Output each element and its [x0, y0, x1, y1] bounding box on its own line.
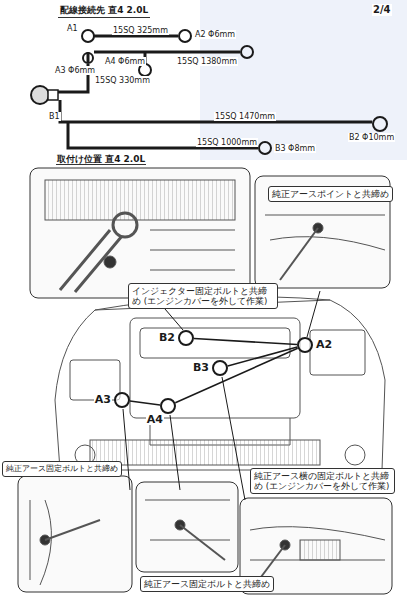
wire-spec: B1 — [48, 112, 61, 121]
point-label: B3 — [192, 362, 210, 373]
wire-spec: B2 Φ10mm — [348, 133, 395, 142]
wire-line — [175, 348, 297, 402]
callout-text: 純正アース固定ボルトと共締め — [6, 464, 118, 474]
page-number: 2/4 — [372, 4, 392, 16]
callout-box: 純正アース固定ボルトと共締め — [2, 461, 122, 477]
ground-point: A2 — [297, 337, 313, 353]
callout-text: インジェクター固定ボルトと共締め (エンジンカバーを外して作業) — [132, 286, 274, 306]
callout-box: 純正アース固定ボルトと共締め — [140, 576, 274, 592]
ground-point: B3 — [212, 360, 228, 376]
point-label: A2 — [315, 339, 333, 350]
callout-text: 純正アースポイントと共締め — [272, 189, 389, 199]
callout-text: 純正アース横の固定ボルトと共締め (エンジンカバーを外して作業) — [254, 471, 391, 491]
wire-spec: B3 Φ8mm — [274, 144, 316, 153]
inset-sketches — [30, 180, 385, 585]
wire-line — [194, 338, 297, 344]
point-label: A4 — [146, 414, 164, 425]
wire-spec: 15SQ 325mm — [112, 26, 169, 35]
wire-spec: 15SQ 1380mm — [176, 57, 238, 66]
wire-line — [130, 401, 160, 405]
scan-tint — [200, 0, 407, 160]
wire-route — [194, 338, 297, 344]
wire-spec: 15SQ 1470mm — [214, 112, 276, 121]
wire-spec: 15SQ 1000mm — [196, 138, 258, 147]
wire-spec: A1 — [66, 24, 79, 33]
callout-box: 純正アースポイントと共締め — [268, 186, 393, 202]
engine-bay — [55, 297, 385, 470]
wire-route — [130, 401, 160, 405]
point-label: B2 — [158, 332, 176, 343]
wire-spec: A3 Φ6mm — [54, 66, 96, 75]
point-label: A3 — [94, 394, 112, 405]
wire-spec: A2 Φ6mm — [194, 30, 236, 39]
callout-box: インジェクター固定ボルトと共締め (エンジンカバーを外して作業) — [128, 283, 278, 309]
wire-spec: 15SQ 330mm — [94, 76, 151, 85]
wire-route — [175, 348, 297, 402]
ground-point: B2 — [178, 330, 194, 346]
ground-point: A4 — [160, 398, 176, 414]
callout-text: 純正アース固定ボルトと共締め — [144, 579, 270, 589]
callout-box: 純正アース横の固定ボルトと共締め (エンジンカバーを外して作業) — [250, 468, 395, 494]
diagram-title: 配線接続先 直4 2.0L — [58, 4, 150, 18]
wire-spec: A4 Φ6mm — [104, 57, 146, 66]
wire-harness — [31, 30, 387, 154]
ground-point: A3 — [114, 392, 130, 408]
section-title: 取付け位置 直4 2.0L — [56, 154, 146, 165]
inset-frames — [18, 168, 392, 594]
